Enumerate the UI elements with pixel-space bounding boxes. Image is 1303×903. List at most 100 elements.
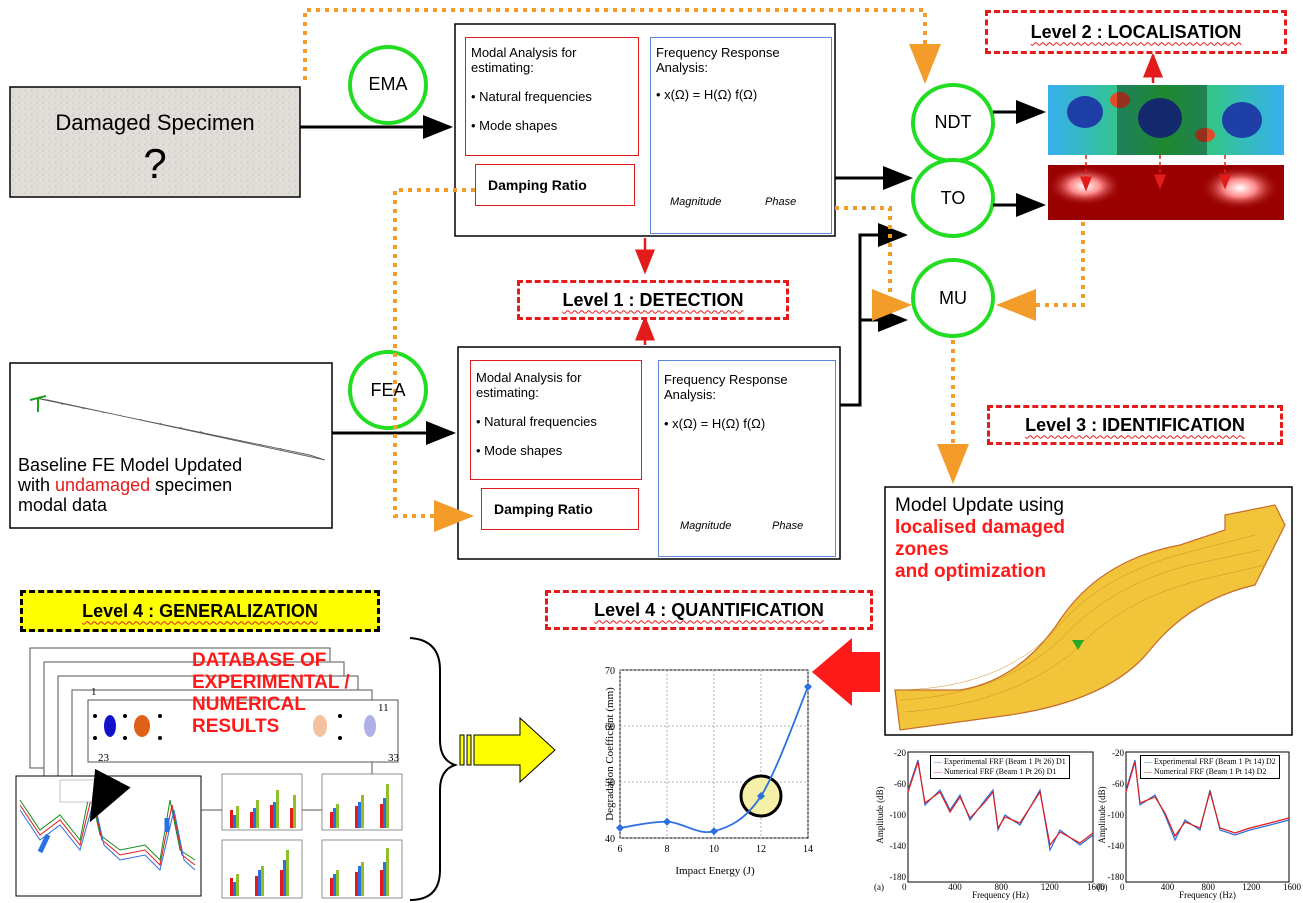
- chart-ylabel: Degradation Coefficient (mm): [604, 687, 616, 821]
- baseline-model-box: [9, 362, 333, 529]
- ema-equation: • x(Ω) = H(Ω) f(Ω): [656, 87, 758, 102]
- frf-left-legend: — Experimental FRF (Beam 1 Pt 26) D1 — N…: [930, 755, 1070, 779]
- frf-left-xlabel: Frequency (Hz): [972, 890, 1029, 900]
- level4-quantification-text: Level 4 : QUANTIFICATION: [594, 599, 824, 620]
- ndt-cscan-image: [1048, 85, 1284, 155]
- database-line4: RESULTS: [192, 716, 280, 737]
- ema-circle: [348, 45, 428, 125]
- chart-xtick-label: 14: [803, 844, 813, 855]
- chart-xlabel: Impact Energy (J): [675, 865, 755, 877]
- ema-modal-box: Modal Analysis for estimating: • Natural…: [465, 37, 639, 156]
- frf_right-ytick-label: -140: [1107, 841, 1125, 851]
- to-label: TO: [940, 188, 966, 208]
- level4-generalization: Level 4 : GENERALIZATION: [20, 590, 380, 632]
- damaged-specimen-label: Damaged Specimen: [55, 110, 255, 135]
- frf_left-xtick-label: 800: [994, 882, 1009, 892]
- ndt-label: NDT: [934, 112, 972, 132]
- fea-equation: • x(Ω) = H(Ω) f(Ω): [664, 416, 766, 431]
- database-num-1: 1: [91, 686, 97, 698]
- fea-freq-title: Frequency Response Analysis:: [664, 372, 788, 402]
- model-update-red1: localised damaged: [895, 517, 1066, 538]
- frf_left-ytick-label: -180: [889, 872, 907, 882]
- red-connectors: [635, 52, 1231, 345]
- frf_left-xtick-label: 1600: [1087, 882, 1105, 892]
- chart-data-point: [616, 823, 624, 832]
- frf_left-xtick-label: 400: [948, 882, 962, 892]
- fea-modal-title: Modal Analysis for estimating:: [476, 370, 582, 400]
- frf-right-xlabel: Frequency (Hz): [1179, 890, 1236, 900]
- to-circle: [911, 158, 995, 238]
- red-arrow: [812, 638, 880, 706]
- grouping-brace: [409, 637, 459, 901]
- level1-detection-text: Level 1 : DETECTION: [562, 289, 744, 310]
- fea-damping-label: Damping Ratio: [494, 501, 593, 517]
- frf-left-tag: (a): [874, 882, 884, 892]
- frf_left-ytick-label: -20: [894, 748, 906, 758]
- level1-detection: Level 1 : DETECTION: [517, 280, 789, 320]
- frf_left-ytick-label: -60: [894, 779, 906, 789]
- frf_right-xtick-label: 1200: [1242, 882, 1261, 892]
- ema-bullet2: • Mode shapes: [471, 118, 558, 133]
- ema-freq-box: Frequency Response Analysis: • x(Ω) = H(…: [650, 37, 832, 234]
- database-line1: DATABASE OF: [192, 650, 327, 671]
- ema-label: EMA: [368, 74, 408, 94]
- frf_left-ytick-label: -140: [889, 841, 907, 851]
- frf_right-xtick-label: 800: [1201, 882, 1216, 892]
- chart-data-point: [804, 682, 812, 691]
- frf_left-xtick-label: 1200: [1040, 882, 1059, 892]
- level2-localisation: Level 2 : LOCALISATION: [985, 10, 1287, 54]
- baseline-text: Baseline FE Model Updated with undamaged…: [18, 455, 328, 515]
- fea-label: FEA: [370, 380, 406, 400]
- fea-magnitude-caption: Magnitude: [680, 520, 732, 532]
- orange-dotted-connectors: [303, 8, 1085, 532]
- ema-bullet1: • Natural frequencies: [471, 89, 592, 104]
- frf_left-ytick-label: -100: [889, 810, 907, 820]
- database-num-23: 23: [98, 752, 109, 764]
- model-update-line1: Model Update using: [895, 495, 1064, 516]
- model-update-text: Model Update using localised damaged zon…: [895, 495, 1065, 583]
- database-text: DATABASE OF EXPERIMENTAL / NUMERICAL RES…: [192, 650, 350, 738]
- baseline-line3: modal data: [18, 495, 108, 515]
- chart-data-point: [757, 792, 765, 800]
- frf-thumb-plot: [15, 768, 202, 897]
- frf_right-ytick-label: -20: [1112, 748, 1124, 758]
- fea-circle: [348, 350, 428, 430]
- ema-damping-label: Damping Ratio: [488, 177, 587, 193]
- level2-localisation-text: Level 2 : LOCALISATION: [1030, 21, 1242, 42]
- fea-damping-box: Damping Ratio: [481, 488, 639, 530]
- frf_right-ytick-label: -180: [1107, 872, 1125, 882]
- to-density-image: [1047, 165, 1284, 220]
- ema-damping-box: Damping Ratio: [475, 164, 635, 206]
- frf_right-xtick-label: 0: [1120, 882, 1125, 892]
- fe-mesh-updated: [894, 504, 1286, 731]
- baseline-line2-post: specimen: [150, 475, 233, 495]
- database-num-11: 11: [378, 702, 389, 714]
- mu-circle: [911, 258, 995, 338]
- database-num-33: 33: [388, 752, 399, 764]
- fea-bullet2: • Mode shapes: [476, 443, 563, 458]
- frf-right-legend: — Experimental FRF (Beam 1 Pt 14) D2 — N…: [1140, 755, 1280, 779]
- damaged-specimen-box: [9, 86, 301, 198]
- ema-freq-title: Frequency Response Analysis:: [656, 45, 780, 75]
- level3-identification: Level 3 : IDENTIFICATION: [987, 405, 1283, 445]
- frf_right-ytick-label: -60: [1112, 779, 1124, 789]
- frf-left-legend2: — Numerical FRF (Beam 1 Pt 26) D1: [934, 767, 1057, 776]
- level3-identification-text: Level 3 : IDENTIFICATION: [1025, 414, 1245, 435]
- level4-generalization-text: Level 4 : GENERALIZATION: [82, 600, 318, 621]
- ema-phase-caption: Phase: [765, 196, 797, 208]
- chart-ytick-label: 60: [605, 722, 615, 733]
- baseline-line2: with undamaged specimen: [18, 475, 328, 495]
- level4-quantification: Level 4 : QUANTIFICATION: [545, 590, 873, 630]
- fea-freq-box: Frequency Response Analysis: • x(Ω) = H(…: [658, 360, 836, 557]
- mu-label: MU: [939, 288, 967, 308]
- fea-modal-box: Modal Analysis for estimating: • Natural…: [470, 360, 642, 480]
- fea-phase-caption: Phase: [772, 520, 804, 532]
- frf_left-xtick-label: 0: [902, 882, 907, 892]
- ema-magnitude-caption: Magnitude: [670, 196, 722, 208]
- question-mark: ?: [143, 140, 167, 187]
- yellow-arrow: [459, 716, 556, 784]
- frf_right-ytick-label: -100: [1107, 810, 1125, 820]
- chart-data-point: [710, 827, 718, 836]
- database-line2: EXPERIMENTAL /: [192, 672, 350, 693]
